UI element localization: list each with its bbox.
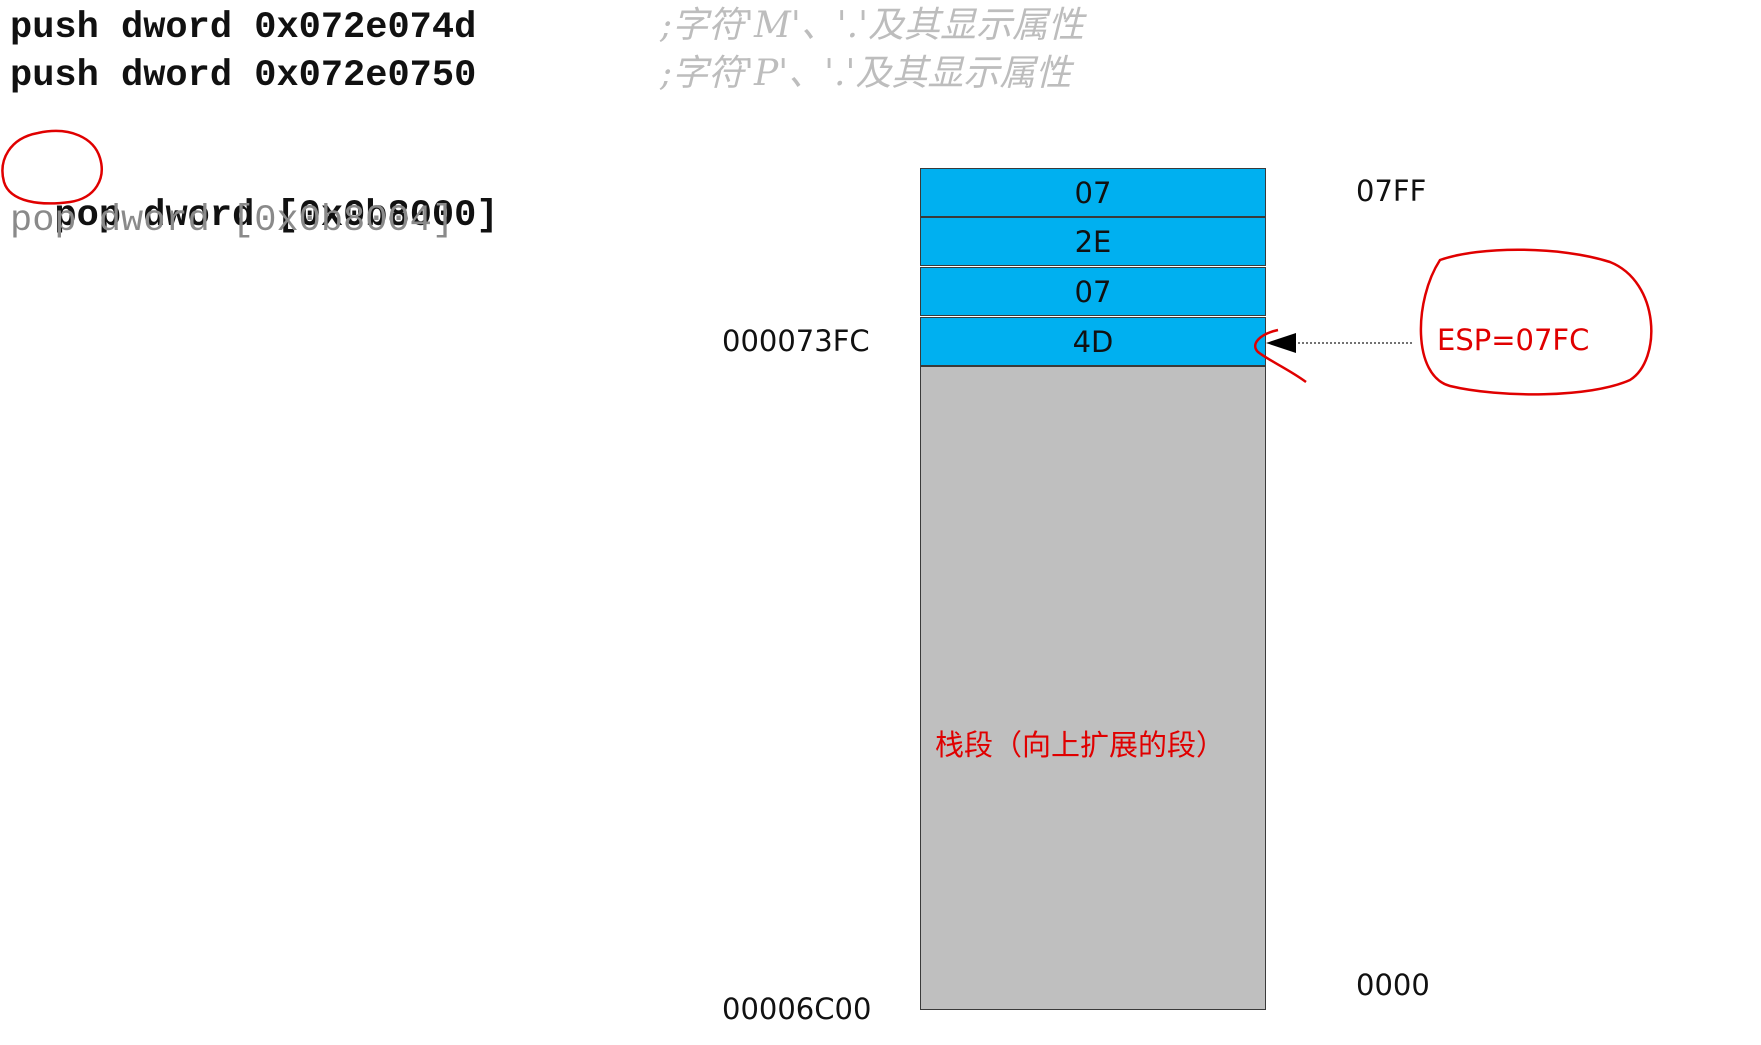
stack-cell-3: 07 — [920, 267, 1266, 316]
arrow-caret-mark — [1253, 328, 1307, 384]
code-line-push-2: push dword 0x072e0750 — [10, 55, 477, 97]
esp-label: ESP=07FC — [1437, 323, 1590, 357]
stack-cell-4: 4D — [920, 317, 1266, 366]
esp-circle-mark — [1419, 248, 1653, 396]
stack-segment-label: 栈段（向上扩展的段） — [935, 728, 1226, 762]
stack-segment-body — [920, 366, 1266, 1010]
code-line-pop-1: pop dword [0x0b8000] — [10, 150, 499, 238]
pop-operand: dword [0x0b8000] — [121, 195, 499, 237]
address-top-label: 000073FC — [722, 324, 870, 358]
stack-cell-2: 2E — [920, 217, 1266, 266]
code-line-push-1: push dword 0x072e074d — [10, 7, 477, 49]
offset-bottom-label: 0000 — [1356, 968, 1430, 1002]
code-comment-1: ;字符'M'、'.'及其显示属性 — [660, 5, 1085, 46]
esp-pointer-arrowhead — [1266, 333, 1296, 353]
address-bottom-label: 00006C00 — [722, 992, 872, 1026]
pop-circle-mark — [1, 129, 103, 205]
code-line-pop-2: pop dword [0x0b8004] — [10, 200, 455, 242]
stack-cell-1: 07 — [920, 168, 1266, 217]
code-comment-2: ;字符'P'、'.'及其显示属性 — [660, 53, 1072, 94]
offset-top-label: 07FF — [1356, 174, 1427, 208]
